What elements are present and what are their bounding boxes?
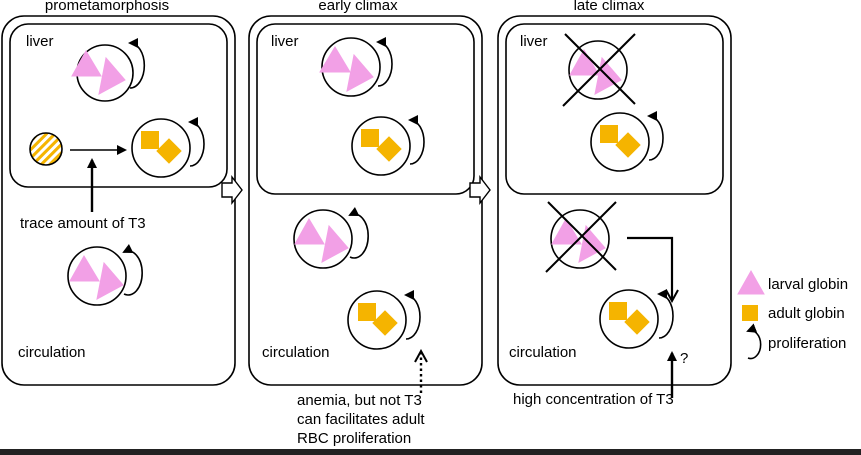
legend-adult-swatch bbox=[742, 305, 758, 321]
adult-cell-circulation-p2 bbox=[347, 290, 407, 350]
larval-cell-liver-p2 bbox=[319, 37, 381, 97]
anemia-label-line1: anemia, but not T3 bbox=[297, 392, 422, 409]
elbow-arrow-late bbox=[627, 236, 672, 300]
panel-prometamorphosis bbox=[1, 15, 236, 386]
panel-late-climax bbox=[497, 15, 732, 386]
stage-transition-arrow-1 bbox=[221, 174, 243, 206]
adult-cell-liver-p3 bbox=[590, 112, 650, 172]
larval-cell-liver-p1 bbox=[71, 44, 134, 102]
proliferation-arrow-liver-larval-p2 bbox=[376, 37, 393, 87]
liver-label-early-climax: liver bbox=[271, 33, 299, 50]
circulation-label-early-climax: circulation bbox=[262, 344, 330, 361]
crossed-larval-cell-liver-p3 bbox=[562, 33, 636, 107]
liver-box-late-climax bbox=[505, 23, 724, 195]
crossed-larval-cell-circulation-p3 bbox=[545, 201, 617, 273]
proliferation-arrow-adult-liver-p1 bbox=[188, 117, 205, 167]
stage-header-early-climax: early climax bbox=[318, 0, 398, 14]
adult-cell-liver-p1 bbox=[131, 118, 191, 178]
hatched-progenitor-cell bbox=[29, 132, 63, 166]
legend-proliferation-label: proliferation bbox=[768, 335, 846, 352]
anemia-label-line3: RBC proliferation bbox=[297, 430, 411, 447]
legend-adult-label: adult globin bbox=[768, 305, 845, 322]
proliferation-arrow-circ-adult-p3 bbox=[657, 289, 674, 339]
legend-larval-label: larval globin bbox=[768, 276, 848, 293]
stage-transition-arrow-2 bbox=[469, 174, 491, 206]
liver-label-late-climax: liver bbox=[520, 33, 548, 50]
legend-proliferation-icon bbox=[746, 323, 762, 360]
adult-cell-liver-p2 bbox=[351, 116, 411, 176]
anemia-label-line2: can facilitates adult bbox=[297, 411, 425, 428]
stage-header-prometamorphosis: prometamorphosis bbox=[45, 0, 169, 14]
adult-cell-circulation-p3 bbox=[599, 289, 659, 349]
liver-label-prometamorphosis: liver bbox=[26, 33, 54, 50]
proliferation-arrow-liver-p1 bbox=[128, 38, 146, 89]
high-t3-label: high concentration of T3 bbox=[513, 391, 674, 408]
question-mark: ? bbox=[680, 350, 688, 367]
stage-header-late-climax: late climax bbox=[574, 0, 645, 14]
legend: larval globin adult globin proliferation bbox=[737, 269, 848, 360]
proliferation-arrow-circ-p1 bbox=[122, 244, 143, 296]
proliferation-arrow-liver-adult-p3 bbox=[647, 111, 664, 161]
liver-box-early-climax bbox=[256, 23, 475, 195]
cropped-bottom-strip bbox=[0, 449, 861, 455]
proliferation-arrow-circ-larval-p2 bbox=[348, 207, 369, 259]
proliferation-arrow-circ-adult-p2 bbox=[404, 290, 421, 340]
circulation-label-prometamorphosis: circulation bbox=[18, 344, 86, 361]
circulation-label-late-climax: circulation bbox=[509, 344, 577, 361]
larval-cell-circulation-p1 bbox=[67, 246, 127, 306]
legend-larval-swatch bbox=[737, 269, 765, 295]
larval-cell-circulation-p2 bbox=[293, 209, 353, 269]
proliferation-arrow-liver-adult-p2 bbox=[408, 115, 425, 165]
liver-box-prometamorphosis bbox=[9, 23, 228, 188]
trace-t3-label: trace amount of T3 bbox=[20, 215, 146, 232]
